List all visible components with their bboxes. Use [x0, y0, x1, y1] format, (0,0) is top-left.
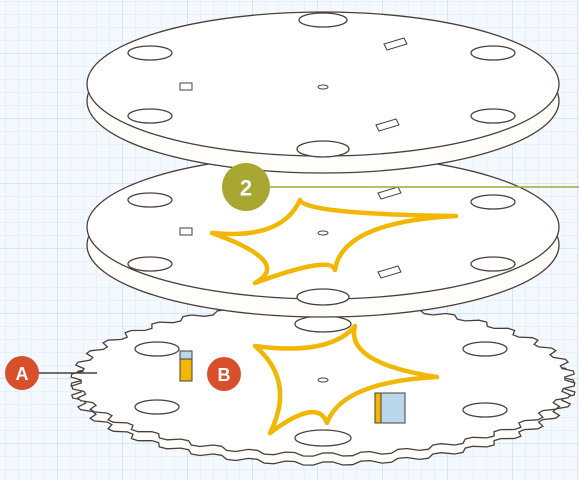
middle-star-outline — [209, 197, 459, 286]
gear-hole — [134, 341, 180, 357]
gear-center-pin — [317, 377, 329, 383]
part-a-callout: A — [5, 356, 97, 390]
gear-plate — [70, 303, 576, 466]
middle-center-pin — [317, 230, 329, 236]
gear-hole — [294, 429, 352, 447]
gear-hole — [134, 399, 180, 415]
top-slot-right — [375, 118, 400, 132]
top-hole — [296, 140, 350, 158]
top-plate-holes — [127, 12, 516, 158]
connector-block-left — [179, 350, 193, 382]
part-a-badge — [5, 356, 39, 390]
middle-slot-top — [377, 186, 402, 200]
top-hole — [470, 108, 516, 124]
top-hole — [127, 108, 173, 124]
middle-plate-face — [86, 154, 560, 300]
middle-plate — [86, 154, 560, 318]
part-b-badge — [207, 357, 241, 391]
top-plate-face — [86, 11, 560, 157]
gear-hole — [462, 341, 508, 357]
middle-hole — [296, 288, 350, 306]
gear-plate-holes — [134, 315, 508, 447]
top-center-pin — [317, 84, 329, 90]
middle-hole — [470, 256, 516, 272]
step-number: 2 — [240, 176, 252, 201]
middle-slot-left — [179, 227, 193, 236]
middle-plate-holes — [127, 192, 516, 306]
top-slot-left — [179, 82, 193, 91]
top-slot-top — [383, 37, 408, 51]
connector-block-bottom — [374, 392, 406, 424]
step-badge — [222, 163, 270, 211]
gear-hole — [294, 315, 352, 333]
top-hole — [127, 45, 173, 61]
middle-hole — [127, 192, 173, 208]
part-b-callout: B — [207, 357, 241, 391]
gear-hole — [462, 402, 508, 418]
middle-hole — [127, 256, 173, 272]
part-a-label: A — [16, 364, 29, 384]
step-callout: 2 — [222, 163, 579, 211]
top-hole — [470, 45, 516, 61]
top-hole — [298, 12, 348, 28]
top-plate — [86, 11, 560, 174]
gear-star-outline — [252, 323, 440, 436]
middle-hole — [470, 194, 516, 210]
part-b-label: B — [218, 365, 231, 385]
middle-slot-right — [377, 265, 402, 279]
